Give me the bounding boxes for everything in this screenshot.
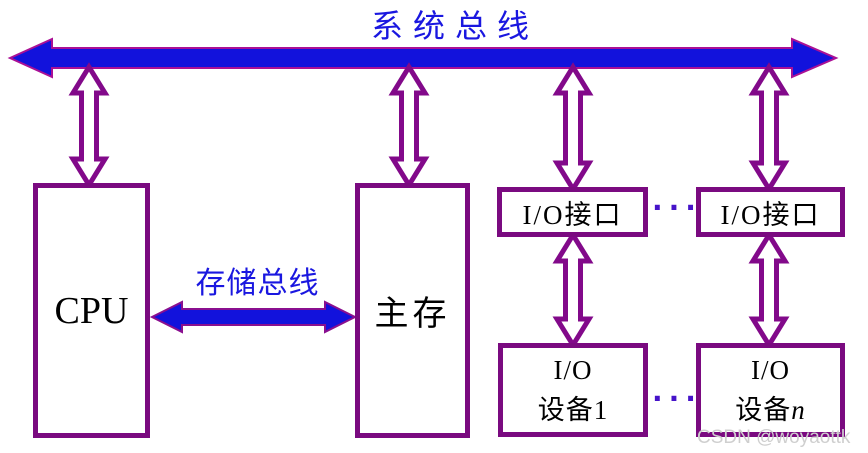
io-device1-box-label-line1: I/O — [553, 354, 593, 385]
main-memory-box: 主存 — [355, 183, 470, 438]
io-device1-box-label-line2: 设备1 — [537, 395, 609, 425]
io-deviceN-label-variable: n — [791, 395, 806, 425]
ellipsis-between-devices: ··· — [652, 382, 702, 415]
io-deviceN-box: I/O 设备n — [696, 343, 845, 437]
io-deviceN-box-label-line1: I/O — [751, 354, 790, 385]
system-bus-arrow — [7, 37, 839, 79]
csdn-watermark: CSDN @woyaottk — [697, 427, 851, 448]
io-deviceN-box-label-line2: 设备n — [735, 390, 806, 431]
io-interface1-box-label: I/O接口 — [522, 199, 623, 230]
io-device1-connector-arrow — [552, 230, 594, 350]
io-deviceN-connector-arrow — [748, 230, 790, 350]
memory-bus-connector-arrow — [388, 62, 430, 190]
io-interface2-box-label: I/O接口 — [720, 199, 821, 230]
system-bus-label: 系统总线 — [370, 8, 539, 44]
io-interface1-bus-connector-arrow — [552, 62, 594, 194]
io-device1-box: I/O 设备1 — [498, 343, 648, 437]
cpu-bus-connector-arrow — [68, 62, 110, 190]
memory-bus-label: 存储总线 — [195, 267, 320, 300]
main-memory-box-label: 主存 — [374, 296, 451, 333]
io-interface2-box: I/O接口 — [696, 187, 845, 237]
io-deviceN-label-prefix: 设备 — [735, 395, 792, 425]
memory-bus-arrow — [149, 300, 358, 334]
io-interface2-bus-connector-arrow — [748, 62, 790, 194]
io-interface1-box: I/O接口 — [497, 187, 648, 237]
ellipsis-between-interfaces: ··· — [652, 191, 702, 224]
cpu-box: CPU — [33, 183, 150, 438]
cpu-box-label: CPU — [54, 289, 129, 332]
